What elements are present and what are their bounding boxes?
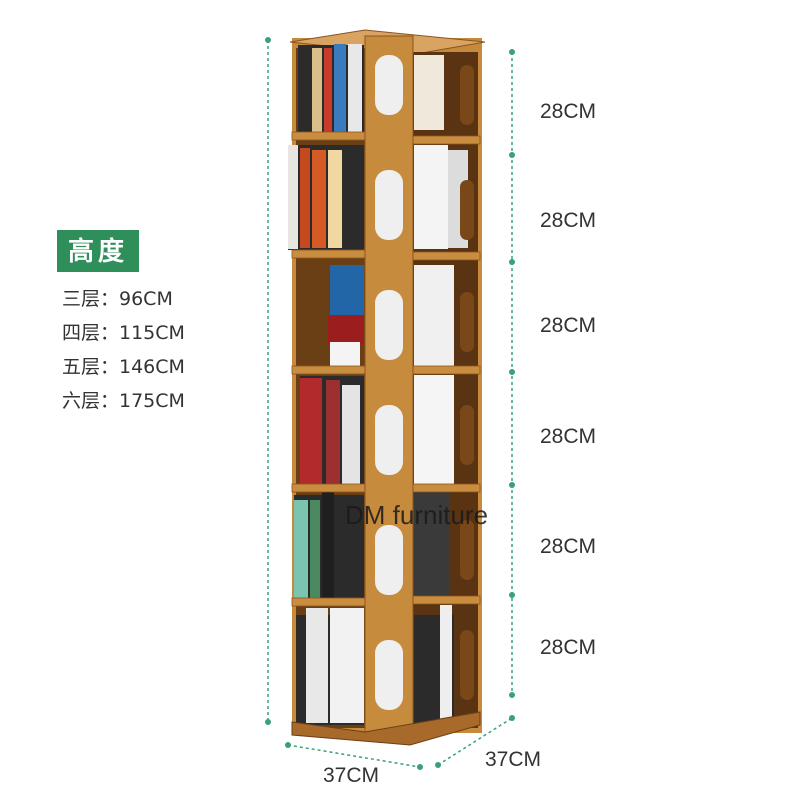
shelf-height-label: 28CM — [540, 314, 597, 337]
watermark-text: DM furniture — [345, 500, 489, 530]
depth-label: 37CM — [485, 748, 542, 771]
spec-six-tier: 六层：175CM — [62, 390, 185, 412]
height-badge: 高度 — [57, 230, 139, 272]
shelf-height-label: 28CM — [540, 535, 597, 558]
spec-five-tier: 五层：146CM — [62, 356, 185, 378]
width-label: 37CM — [323, 764, 380, 787]
shelf-height-label: 28CM — [540, 209, 597, 232]
shelf-height-label: 28CM — [540, 425, 597, 448]
spec-four-tier: 四层：115CM — [62, 322, 185, 344]
shelf-height-label: 28CM — [540, 100, 597, 123]
shelf-height-label: 28CM — [540, 636, 597, 659]
spec-three-tier: 三层：96CM — [62, 288, 173, 310]
